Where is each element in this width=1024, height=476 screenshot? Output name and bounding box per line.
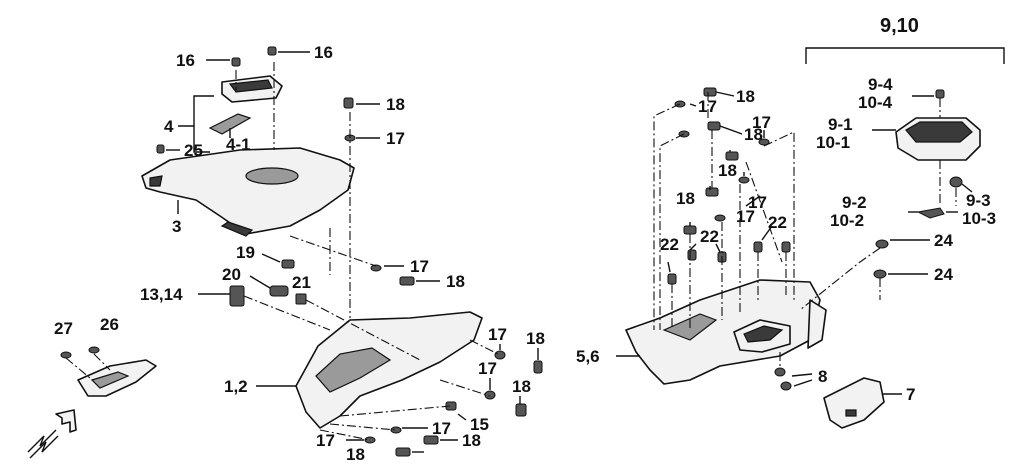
fastener-16a <box>231 57 241 67</box>
label-17-mid: 17 <box>410 257 429 276</box>
label-17-r1: 17 <box>488 325 507 344</box>
label-9-4: 9-4 <box>868 75 893 94</box>
label-24-b: 24 <box>934 265 953 284</box>
label-15: 15 <box>470 415 489 434</box>
label-9-10: 9,10 <box>880 15 919 37</box>
label-18-b2: 18 <box>346 445 365 464</box>
label-4: 4 <box>164 117 174 136</box>
fastener-18-top <box>343 97 354 109</box>
label-1-2: 1,2 <box>224 377 248 396</box>
label-18-c3: 18 <box>718 161 737 180</box>
label-9-2: 9-2 <box>842 193 867 212</box>
part-7-cover <box>823 377 885 429</box>
right-alignment-lines <box>653 92 957 368</box>
washer-26 <box>88 346 100 354</box>
label-10-4: 10-4 <box>858 93 893 112</box>
label-10-3: 10-3 <box>962 209 996 228</box>
label-17-top: 17 <box>386 129 405 148</box>
bracket-9-10 <box>805 47 1005 64</box>
fastener-18-r2 <box>515 403 527 417</box>
label-13-14: 13,14 <box>140 285 183 304</box>
label-8: 8 <box>818 367 827 386</box>
label-16b: 16 <box>314 43 333 62</box>
label-18-c4: 18 <box>676 189 695 208</box>
label-17-b2: 17 <box>316 431 335 450</box>
part-19 <box>281 259 295 269</box>
label-9-1: 9-1 <box>828 115 853 134</box>
callout-labels: 9,10 16 16 4 4-1 25 3 18 17 19 20 21 13,… <box>54 15 996 464</box>
label-18-c2: 18 <box>744 125 763 144</box>
label-9-3: 9-3 <box>966 191 991 210</box>
fastener-18-r1 <box>533 360 543 374</box>
label-22-a: 22 <box>768 213 787 232</box>
part-4-bracket <box>221 75 283 103</box>
fastener-18-b2 <box>395 447 411 457</box>
front-direction-arrow-icon <box>27 409 77 459</box>
label-17-r2: 17 <box>478 359 497 378</box>
label-17-c3: 17 <box>748 193 767 212</box>
label-16a: 16 <box>176 51 195 70</box>
label-17-c2: 17 <box>752 113 771 132</box>
part-21 <box>295 293 307 305</box>
label-18-r2: 18 <box>512 377 531 396</box>
part-3-upper-cover <box>141 147 355 237</box>
part-5-6-floor-panel <box>625 279 827 385</box>
label-24-a: 24 <box>934 231 953 250</box>
part-26-small-cover <box>77 359 157 397</box>
washer-17-mid <box>370 264 382 272</box>
part-1-2-side-cover <box>295 311 483 429</box>
washer-17-r1 <box>494 350 506 360</box>
label-25: 25 <box>184 141 203 160</box>
fastener-16b <box>267 46 277 56</box>
label-21: 21 <box>292 273 311 292</box>
washer-27 <box>60 351 72 359</box>
part-4-1-strip <box>208 113 252 135</box>
label-22-c: 22 <box>660 235 679 254</box>
part-9-1-box <box>895 117 981 161</box>
washer-17-b1 <box>390 426 402 434</box>
label-22-b: 22 <box>700 227 719 246</box>
label-5-6: 5,6 <box>576 347 600 366</box>
label-18-mid: 18 <box>446 272 465 291</box>
washer-17-b2 <box>364 436 376 444</box>
label-26: 26 <box>100 315 119 334</box>
left-leader-lines <box>166 51 539 453</box>
fastener-25 <box>156 144 165 154</box>
fastener-18-b1 <box>423 435 439 445</box>
label-10-2: 10-2 <box>830 211 864 230</box>
left-alignment-lines <box>65 62 501 441</box>
part-20 <box>269 285 289 297</box>
label-18-b1: 18 <box>462 431 481 450</box>
washer-17-r2 <box>484 390 496 400</box>
label-18-r1: 18 <box>526 329 545 348</box>
label-17-c4: 17 <box>736 207 755 226</box>
label-27: 27 <box>54 319 73 338</box>
fastener-18-mid <box>399 276 415 286</box>
label-19: 19 <box>236 243 255 262</box>
label-18-top: 18 <box>386 95 405 114</box>
label-10-1: 10-1 <box>816 133 850 152</box>
label-20: 20 <box>222 265 241 284</box>
label-3: 3 <box>172 217 181 236</box>
label-7: 7 <box>906 385 915 404</box>
label-17-b1: 17 <box>432 419 451 438</box>
label-17-c1: 17 <box>698 97 717 116</box>
label-4-1: 4-1 <box>226 135 251 154</box>
label-18-c1: 18 <box>736 87 755 106</box>
part-13-14 <box>229 285 245 307</box>
